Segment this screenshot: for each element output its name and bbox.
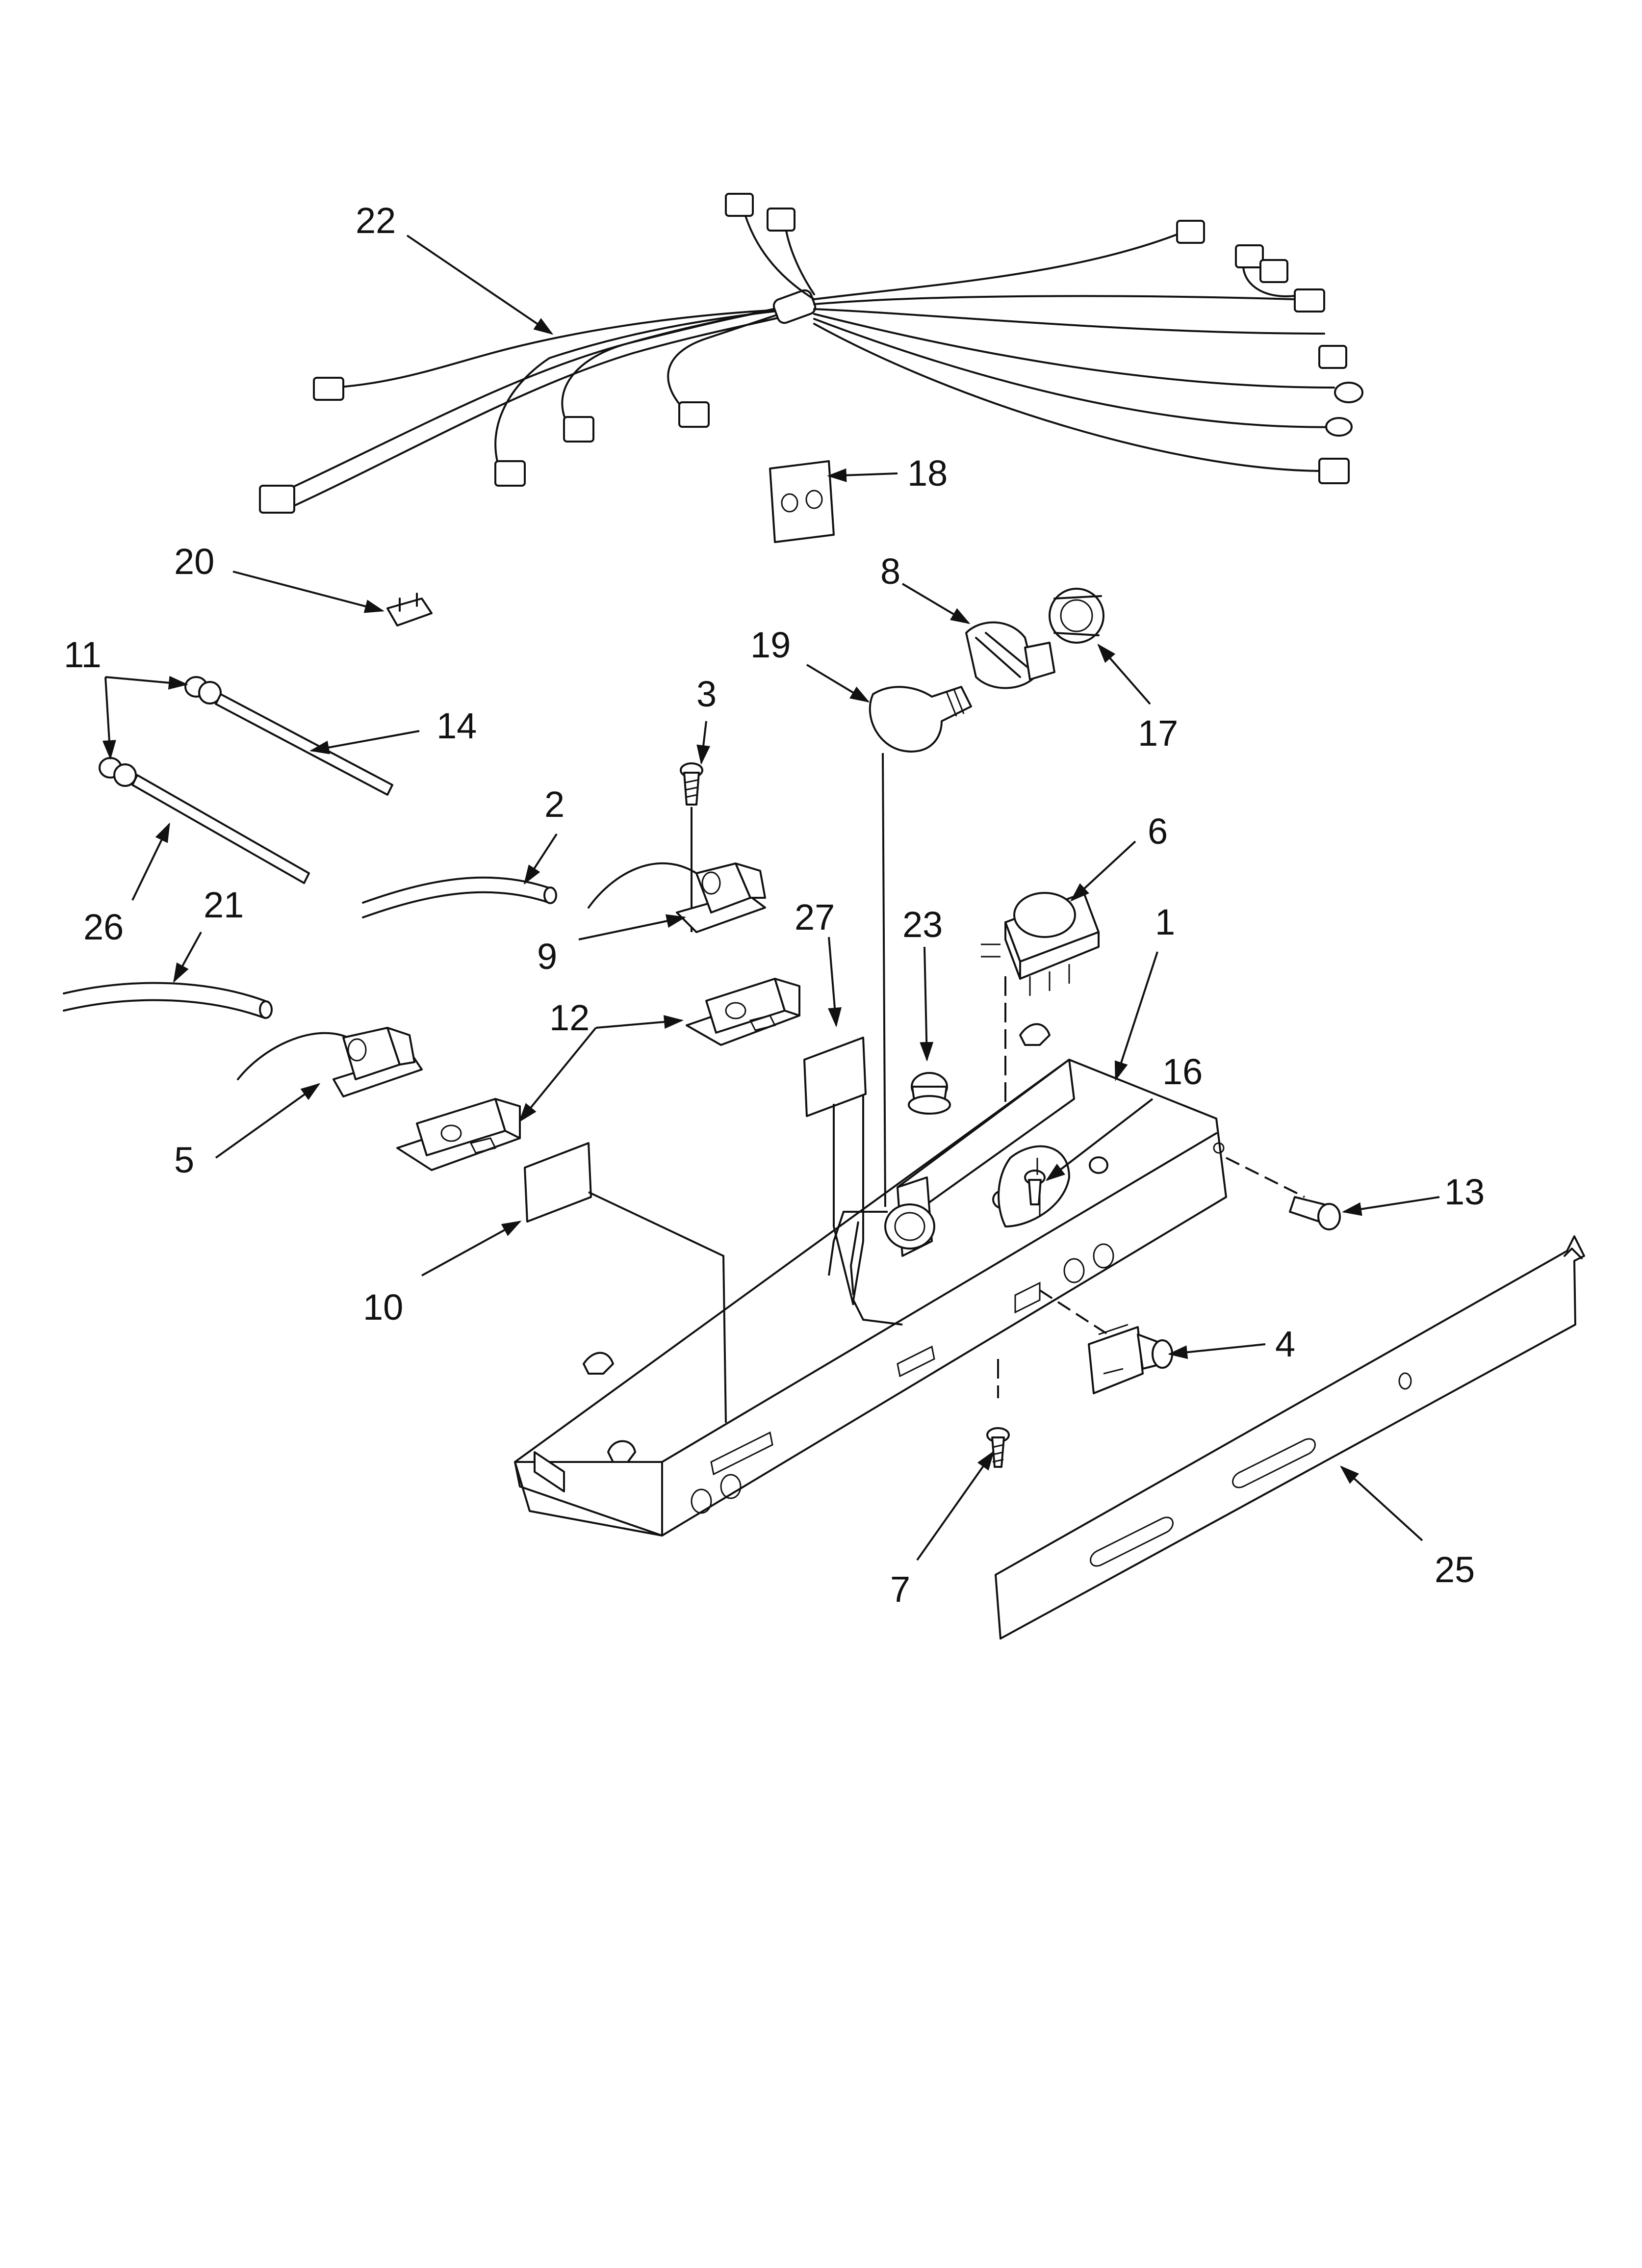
switch-5 [237, 1027, 423, 1097]
terminal-icon [1325, 417, 1353, 437]
callout-25: 25 [1435, 1549, 1475, 1590]
connector-icon [767, 208, 795, 232]
control-6 [981, 892, 1100, 1187]
callout-12: 12 [549, 997, 590, 1038]
light-bulb [869, 686, 972, 753]
label-10 [524, 1142, 592, 1223]
screw-3 [680, 762, 703, 932]
connector-icon [1294, 288, 1325, 313]
callout-1: 1 [1155, 902, 1175, 942]
terminal-icon [1334, 382, 1363, 403]
switch-4 [1039, 1289, 1173, 1394]
connector-icon [1318, 458, 1350, 484]
switch-9 [588, 862, 766, 933]
wire-harness [259, 193, 1363, 514]
callout-16: 16 [1162, 1051, 1203, 1092]
callout-27: 27 [795, 897, 835, 938]
gasket-plate [769, 460, 835, 543]
lamp-socket [965, 621, 1055, 689]
grommet-upper [184, 676, 222, 704]
connector-icon [1259, 259, 1288, 283]
callout-22: 20 [174, 541, 214, 582]
callout-23: 23 [902, 904, 943, 945]
connector-icon [259, 485, 295, 514]
tube-2 [362, 876, 557, 918]
control-housing [514, 753, 1227, 1537]
callout-7: 7 [890, 1569, 910, 1610]
connector-icon [678, 401, 710, 428]
connector-icon [725, 193, 754, 217]
screw-13 [1226, 1157, 1341, 1230]
callout-9: 9 [537, 936, 557, 977]
callout-11: 11 [64, 634, 102, 675]
label-27 [803, 1037, 867, 1117]
callouts: 22 18 20 8 19 17 11 14 3 2 26 21 27 23 6… [64, 200, 1485, 1610]
grommet-lower [99, 757, 137, 787]
callout-26: 26 [83, 907, 124, 947]
connector-icon [494, 460, 526, 487]
callout-17: 17 [1138, 713, 1178, 754]
bracket-lower [396, 1098, 521, 1171]
connector-icon [1176, 220, 1205, 244]
leader-lines [102, 235, 1440, 1561]
callout-5: 5 [174, 1140, 194, 1180]
callout-10: 10 [363, 1287, 403, 1328]
tube-21 [63, 982, 273, 1019]
connector-icon [313, 377, 344, 401]
bracket-upper [686, 978, 800, 1046]
socket-ring [1049, 588, 1104, 644]
connector-icon [1235, 244, 1264, 268]
front-panel [995, 1235, 1585, 1640]
callout-18: 18 [907, 453, 948, 494]
callout-13: 13 [1444, 1172, 1485, 1212]
clip-part [386, 593, 433, 626]
callout-21: 21 [204, 885, 244, 925]
screw-7 [986, 1359, 1010, 1468]
callout-8: 8 [880, 551, 900, 592]
plug-23 [908, 1072, 951, 1115]
callout-20: 22 [356, 200, 396, 241]
callout-19: 19 [750, 625, 791, 665]
rod-upper [215, 693, 393, 796]
callout-2: 2 [544, 784, 564, 825]
screw-16 [1024, 1158, 1046, 1205]
callout-6: 6 [1148, 811, 1168, 852]
connector-icon [563, 416, 594, 443]
rod-lower [131, 774, 310, 884]
connector-icon [1318, 345, 1347, 369]
callout-4: 4 [1275, 1324, 1295, 1364]
callout-14: 14 [436, 705, 477, 746]
callout-3: 3 [696, 674, 717, 714]
